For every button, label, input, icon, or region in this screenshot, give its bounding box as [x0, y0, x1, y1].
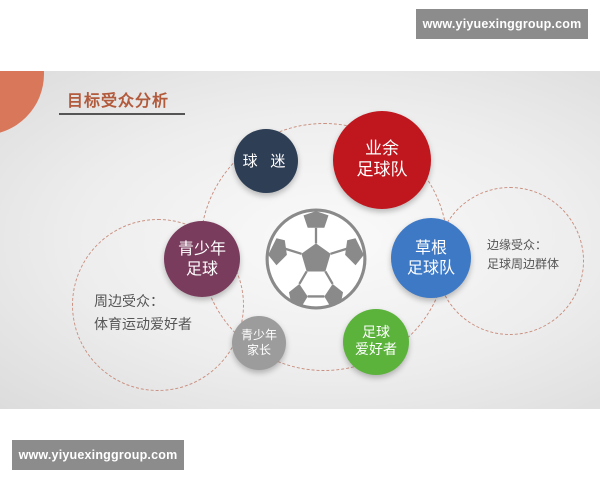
- node-caogen-line2: 足球队: [406, 258, 455, 277]
- node-zuqiu-line1: 足球: [362, 324, 390, 341]
- corner-decoration: [0, 71, 44, 135]
- node-caogen-team: 草根 足球队: [391, 218, 471, 298]
- slide-title: 目标受众分析: [67, 91, 170, 110]
- watermark-bottom: www.yiyuexinggroup.com: [12, 440, 184, 470]
- watermark-top: www.yiyuexinggroup.com: [416, 9, 588, 39]
- node-qsnjz-line1: 青少年: [240, 328, 277, 342]
- node-qiumi-label: 球 迷: [242, 151, 290, 170]
- edge-audience-title: 边缘受众：: [487, 238, 548, 252]
- peripheral-audience-desc: 体育运动爱好者: [94, 317, 192, 334]
- node-yeyu-line1: 业余: [365, 138, 399, 159]
- edge-audience-note: 边缘受众： 足球周边群体: [487, 236, 559, 274]
- node-qsnjz-line2: 家长: [246, 343, 271, 357]
- title-underline: [59, 113, 185, 115]
- node-youth-parents: 青少年 家长: [232, 316, 286, 370]
- audience-slide: 目标受众分析 球 迷 业余 足球队 草根 足球队: [0, 71, 600, 409]
- node-zuqiu-line2: 爱好者: [355, 342, 397, 358]
- soccer-ball-icon: [265, 208, 367, 310]
- edge-audience-desc: 足球周边群体: [487, 257, 560, 272]
- node-yeyu-line2: 足球队: [356, 160, 408, 180]
- node-qsnzq-line1: 青少年: [177, 239, 226, 258]
- peripheral-audience-title: 周边受众：: [94, 294, 164, 310]
- node-yeyu-team: 业余 足球队: [333, 111, 431, 209]
- node-football-fans: 足球 爱好者: [343, 309, 409, 375]
- outer-ring-left: [72, 219, 244, 391]
- node-caogen-line1: 草根: [414, 238, 447, 257]
- node-youth-football: 青少年 足球: [164, 221, 240, 297]
- peripheral-audience-note: 周边受众： 体育运动爱好者: [94, 291, 192, 337]
- node-qiumi: 球 迷: [234, 129, 298, 193]
- node-qsnzq-line2: 足球: [185, 259, 218, 278]
